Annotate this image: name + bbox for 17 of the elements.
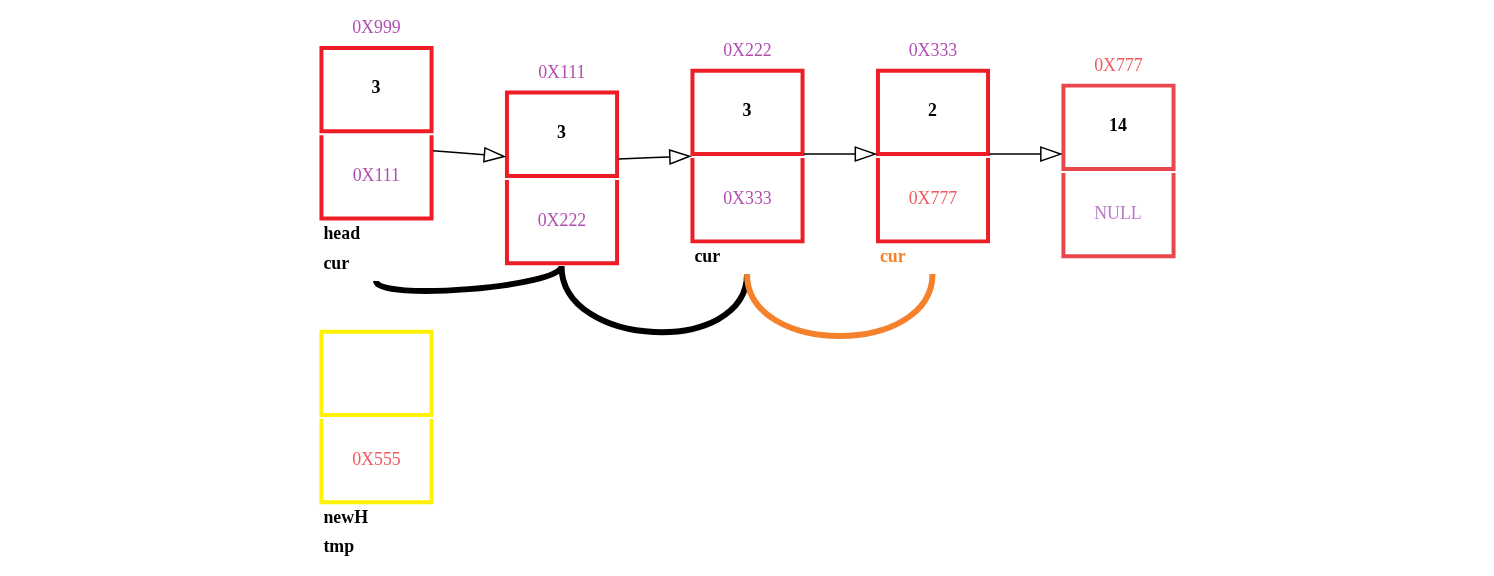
connector [744,273,936,339]
node-label: 0X222 [723,40,772,61]
node-label: 0X111 [538,62,586,83]
node-label: cur [323,252,350,273]
node-label: 0X777 [1094,55,1143,76]
node-label: cur [879,245,906,266]
arrow [617,149,692,165]
connector [558,265,750,335]
node-label: tmp [323,536,355,557]
arrow [432,146,507,163]
arrow [803,146,878,163]
node-label: 0X333 [908,40,958,61]
node-label: newH [323,506,369,527]
node-label: 0X999 [352,17,401,38]
node-label: cur [694,245,721,266]
arrow [988,146,1063,163]
node-label: head [323,222,361,243]
